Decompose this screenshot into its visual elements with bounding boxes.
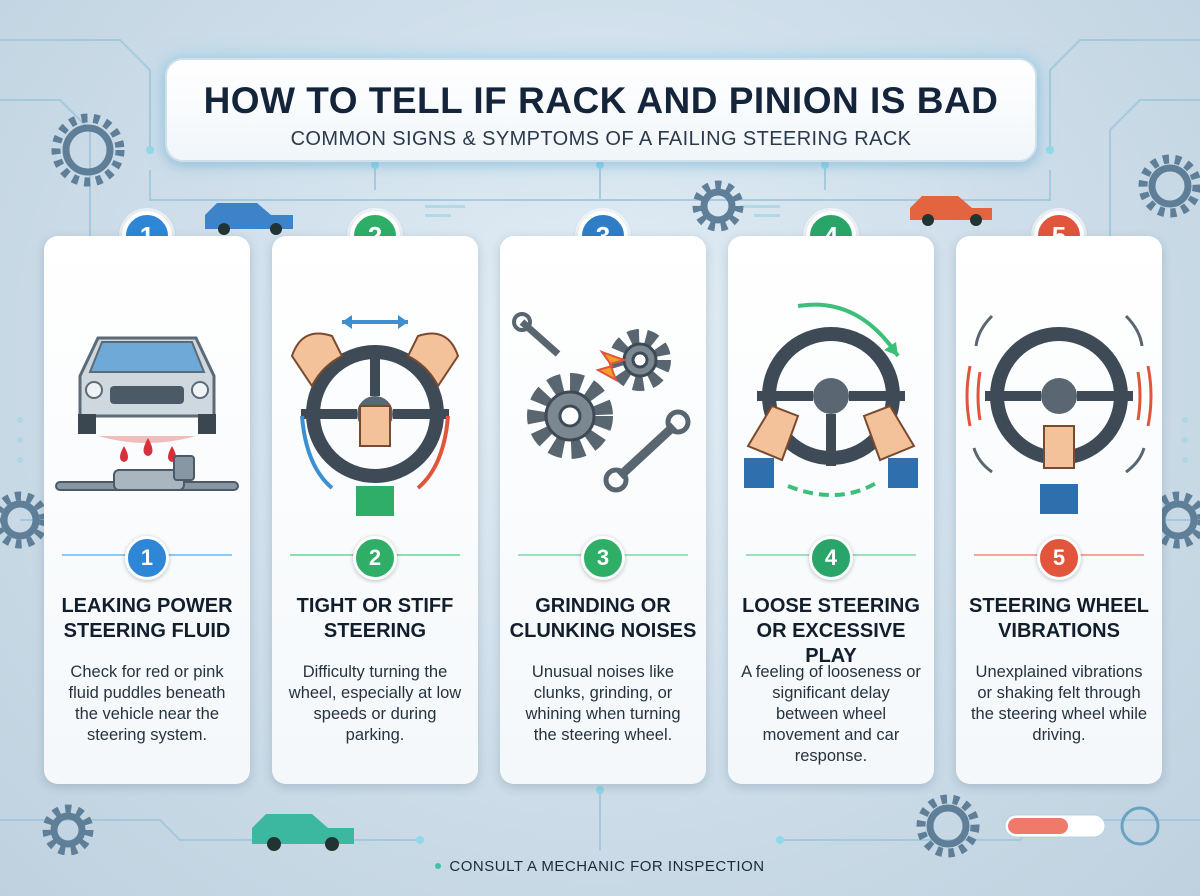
title-banner: HOW TO TELL IF RACK AND PINION IS BAD CO… (165, 58, 1037, 162)
symptom-card-4: 4 LOOSE STEERING OR EXCESSIVE PLAY A fee… (728, 236, 934, 784)
page-subtitle: COMMON SIGNS & SYMPTOMS OF A FAILING STE… (290, 128, 912, 150)
card-title-line: STEERING FLUID (63, 620, 231, 642)
step-number-4: 4 (809, 536, 853, 580)
car-icon (910, 196, 992, 226)
symptom-card-2: 2 TIGHT OR STIFF STEERING Difficulty tur… (272, 236, 478, 784)
card-title: LOOSE STEERING OR EXCESSIVE PLAY (734, 594, 928, 669)
card-title-line: GRINDING OR (535, 595, 671, 617)
page-title: HOW TO TELL IF RACK AND PINION IS BAD (203, 80, 999, 121)
card-title-line: STEERING WHEEL (968, 595, 1149, 617)
step-number-2: 2 (353, 536, 397, 580)
card-description: Unusual noises like clunks, grinding, or… (525, 663, 681, 744)
card-title-line: LEAKING POWER (61, 595, 233, 617)
footer-note: CONSULT A MECHANIC FOR INSPECTION (425, 852, 775, 880)
loose-steering-icon (744, 302, 918, 497)
card-title-line: CLUNKING NOISES (509, 620, 697, 642)
card-title: STEERING WHEEL VIBRATIONS (962, 594, 1156, 644)
vibrating-wheel-icon (965, 314, 1153, 514)
card-title-line: TIGHT OR STIFF (296, 595, 454, 617)
footer-text: CONSULT A MECHANIC FOR INSPECTION (449, 857, 765, 875)
step-number-3: 3 (581, 536, 625, 580)
car-icon (205, 203, 293, 235)
card-description: Unexplained vibrations or shaking felt t… (970, 663, 1148, 744)
card-title-line: OR EXCESSIVE PLAY (756, 620, 906, 667)
card-description: A feeling of looseness or significant de… (741, 663, 921, 765)
symptom-card-1: 1 LEAKING POWER STEERING FLUID Check for… (44, 236, 250, 784)
leaking-car-icon (55, 336, 239, 491)
symptom-card-3: 3 GRINDING OR CLUNKING NOISES Unusual no… (500, 236, 706, 784)
card-description: Check for red or pink fluid puddles bene… (68, 663, 226, 744)
card-title: GRINDING OR CLUNKING NOISES (506, 594, 700, 644)
bullet-icon (435, 863, 442, 869)
card-title-line: VIBRATIONS (998, 620, 1120, 642)
card-title: LEAKING POWER STEERING FLUID (50, 594, 244, 644)
car-icon (252, 814, 354, 851)
card-title-line: STEERING (323, 620, 427, 642)
stiff-steering-icon (290, 315, 460, 516)
gear-icon (0, 124, 1198, 848)
symptom-card-5: 5 STEERING WHEEL VIBRATIONS Unexplained … (956, 236, 1162, 784)
card-title-line: LOOSE STEERING (742, 595, 920, 617)
grinding-gears-icon (512, 312, 691, 493)
step-number-1: 1 (125, 536, 169, 580)
card-title: TIGHT OR STIFF STEERING (278, 594, 472, 644)
card-description: Difficulty turning the wheel, especially… (288, 663, 462, 744)
step-number-5: 5 (1037, 536, 1081, 580)
